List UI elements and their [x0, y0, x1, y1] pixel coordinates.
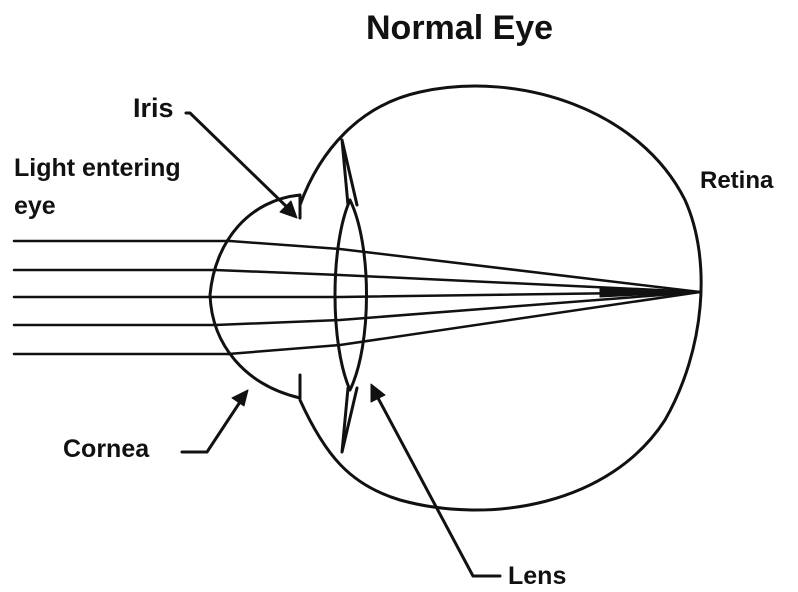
- light-rays-converging: [211, 241, 700, 354]
- light-entering-label-line1: Light entering: [14, 155, 181, 183]
- light-rays-incoming: [14, 241, 230, 354]
- retina-label: Retina: [700, 168, 773, 194]
- lens-pointer: [378, 398, 500, 576]
- iris-label: Iris: [133, 94, 174, 124]
- lens-outline: [335, 200, 367, 390]
- lens-label: Lens: [508, 563, 566, 591]
- cornea-label: Cornea: [63, 436, 149, 464]
- ciliary-upper: [342, 140, 357, 205]
- cornea-arrowhead: [232, 390, 248, 406]
- light-entering-label-line2: eye: [14, 193, 56, 221]
- cornea-pointer: [182, 402, 240, 452]
- iris-pointer: [186, 113, 290, 210]
- eyeball-outline: [300, 86, 701, 510]
- diagram-title: Normal Eye: [366, 10, 553, 47]
- ciliary-lower: [342, 388, 357, 452]
